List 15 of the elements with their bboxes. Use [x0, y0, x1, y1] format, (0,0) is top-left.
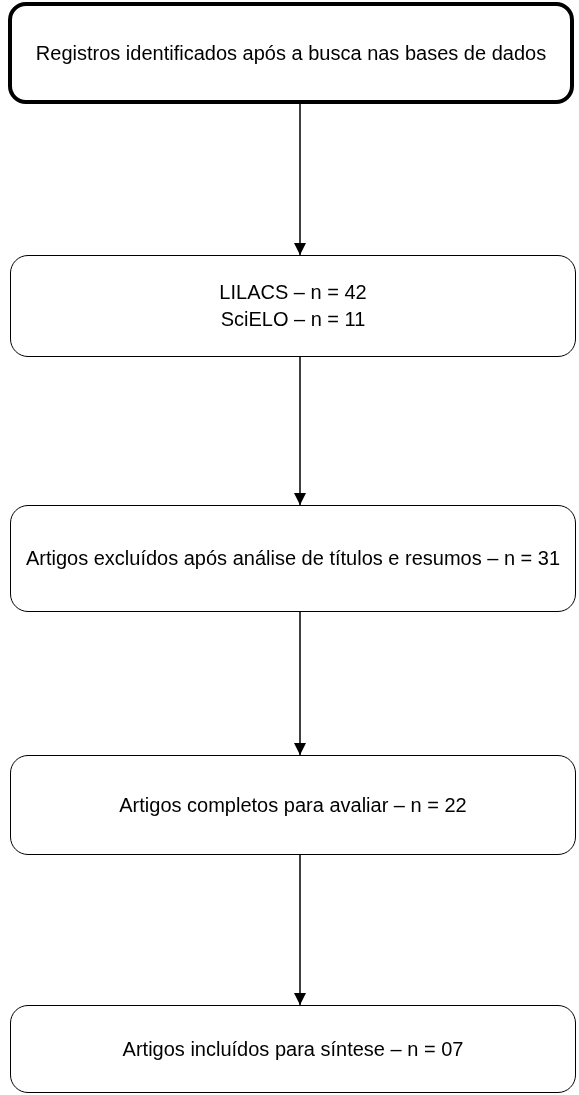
arrow: [294, 854, 306, 1006]
process-box: [10, 505, 576, 612]
box-text: Artigos completos para avaliar – n = 22: [119, 792, 467, 818]
box-text: SciELO – n = 11: [220, 307, 366, 332]
arrow: [294, 103, 306, 256]
process-box: [10, 1005, 576, 1093]
arrow: [294, 611, 306, 756]
box-text: Artigos excluídos após análise de títulos e resumos – n = 31: [25, 546, 561, 571]
arrow: [294, 356, 306, 506]
process-box: [10, 755, 576, 855]
box-text: Registros identificados após a busca nas bases de dados: [35, 40, 547, 66]
box-text: LILACS – n = 42: [219, 280, 367, 305]
box-text: Artigos incluídos para síntese – n = 07: [122, 1036, 464, 1062]
process-box: [10, 255, 576, 357]
process-box: [8, 2, 574, 104]
